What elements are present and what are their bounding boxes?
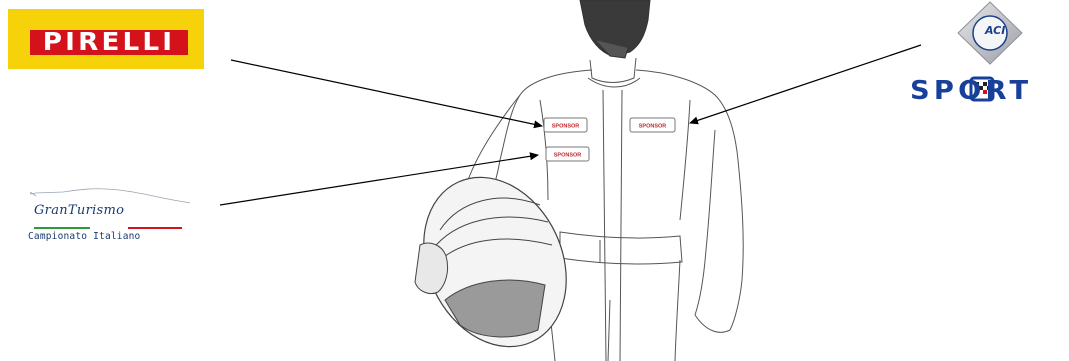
arrow-pirelli-to-patch	[231, 60, 542, 126]
sponsor-patch-label: SPONSOR	[552, 124, 580, 130]
sponsor-patch-chest-right: SPONSOR	[630, 118, 675, 132]
sponsor-patch-chest-left-upper: SPONSOR	[544, 118, 587, 132]
sponsor-patch-label: SPONSOR	[639, 124, 667, 130]
arrow-aci-to-patch	[690, 45, 921, 123]
sponsor-patch-label: SPONSOR	[554, 153, 582, 159]
helmet-icon	[397, 154, 593, 361]
sponsor-patch-chest-left-lower: SPONSOR	[546, 147, 589, 161]
